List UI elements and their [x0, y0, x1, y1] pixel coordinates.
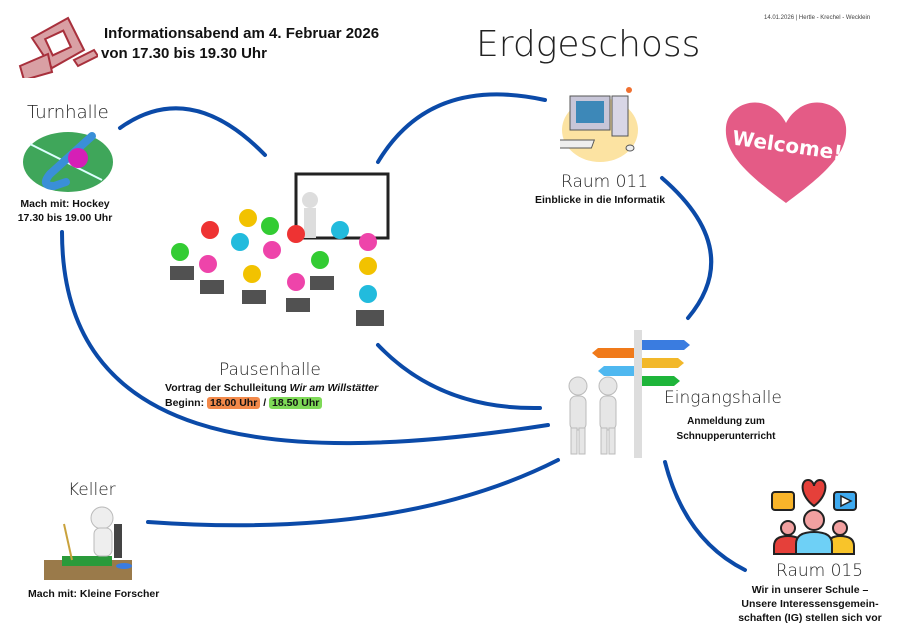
time-badge-2: 18.50 Uhr	[269, 397, 323, 409]
computer-icon	[560, 87, 638, 162]
raum015-desc: Wir in unserer Schule – Unsere Interesse…	[720, 583, 900, 625]
community-icon	[771, 478, 857, 555]
connector-raum011-eingangshalle	[660, 176, 714, 320]
connector-pausenhalle-raum011	[376, 92, 547, 164]
school-logo	[18, 16, 98, 78]
pausenhalle-times: Beginn: 18.00 Uhr / 18.50 Uhr	[165, 397, 323, 409]
room-name-pausenhalle: Pausenhalle	[219, 360, 321, 380]
talk-label: Vortrag der Schulleitung	[165, 382, 290, 394]
talk-title: Wir am Willstätter	[289, 382, 379, 394]
eingangshalle-line2: Schnupperunterricht	[676, 431, 776, 442]
connector-keller-eingangshalle	[146, 458, 560, 528]
researcher-illustration	[44, 506, 132, 580]
connector-turnhalle-pausenhalle	[118, 106, 267, 157]
turnhalle-time: 17.30 bis 19.00 Uhr	[17, 212, 113, 224]
event-time: von 17.30 bis 19.30 Uhr	[101, 45, 267, 62]
turnhalle-desc: Mach mit: Hockey 17.30 bis 19.00 Uhr	[10, 197, 120, 225]
hockey-icon	[23, 132, 113, 192]
raum015-line3: schaften (IG) stellen sich vor	[738, 612, 882, 624]
event-date: Informationsabend am 4. Februar 2026	[104, 25, 380, 42]
welcome-heart: Welcome!	[722, 95, 850, 207]
raum015-line1: Wir in unserer Schule –	[751, 584, 869, 596]
raum015-line2: Unsere Interessensgemein-	[741, 598, 879, 610]
pausenhalle-desc: Vortrag der Schulleitung Wir am Willstät…	[165, 382, 378, 394]
connector-eingangshalle-raum015	[663, 460, 747, 572]
page-title: Erdgeschoss	[476, 24, 701, 65]
signpost-illustration	[568, 330, 690, 458]
time-separator: /	[263, 397, 267, 409]
classroom-illustration	[170, 172, 390, 326]
eingangshalle-line1: Anmeldung zum	[687, 416, 765, 427]
meta-info: 14.01.2026 | Hertle - Krechel - Wecklein	[764, 15, 871, 21]
connector-turnhalle-eingangshalle	[60, 230, 550, 446]
raum011-desc: Einblicke in die Informatik	[535, 194, 666, 206]
keller-desc: Mach mit: Kleine Forscher	[28, 588, 160, 600]
room-name-keller: Keller	[68, 480, 116, 500]
room-name-turnhalle: Turnhalle	[27, 102, 109, 123]
time-badge-1: 18.00 Uhr	[207, 397, 261, 409]
room-name-raum011: Raum 011	[561, 172, 649, 192]
room-name-eingangshalle: Eingangshalle	[664, 388, 782, 408]
connector-pausenhalle-eingangshalle	[376, 343, 542, 411]
heart-icon	[725, 102, 847, 203]
eingangshalle-desc: Anmeldung zum Schnupperunterricht	[656, 414, 796, 444]
room-name-raum015: Raum 015	[776, 561, 864, 581]
begin-label: Beginn:	[165, 397, 205, 409]
turnhalle-activity: Mach mit: Hockey	[20, 198, 110, 210]
